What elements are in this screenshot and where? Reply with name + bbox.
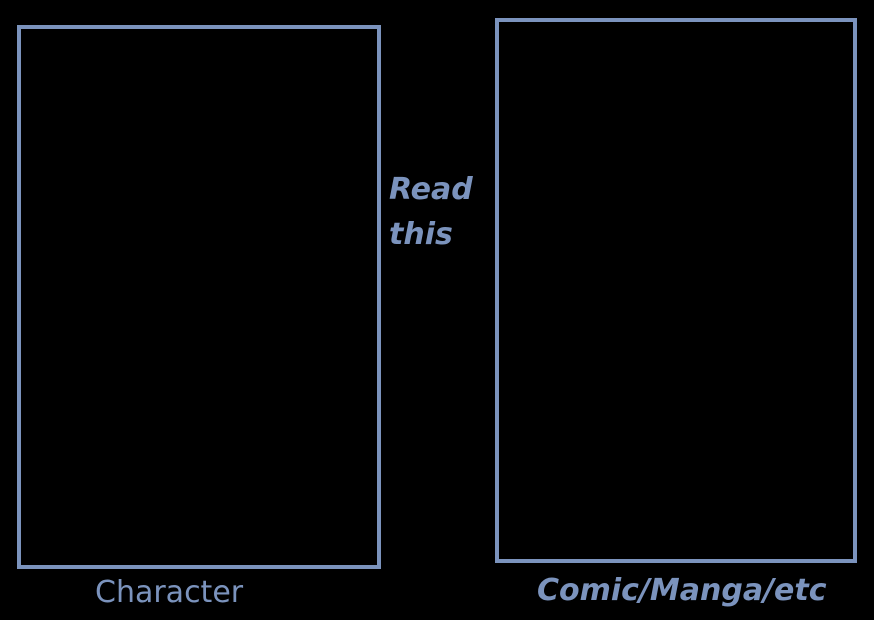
read-this-line-2: this [389, 217, 453, 252]
character-caption: Character [95, 575, 244, 610]
read-this-label: Read this [389, 167, 473, 257]
comic-caption: Comic/Manga/etc [537, 573, 827, 608]
read-this-line-1: Read [389, 172, 473, 207]
comic-frame [495, 18, 857, 563]
character-frame [17, 25, 381, 569]
